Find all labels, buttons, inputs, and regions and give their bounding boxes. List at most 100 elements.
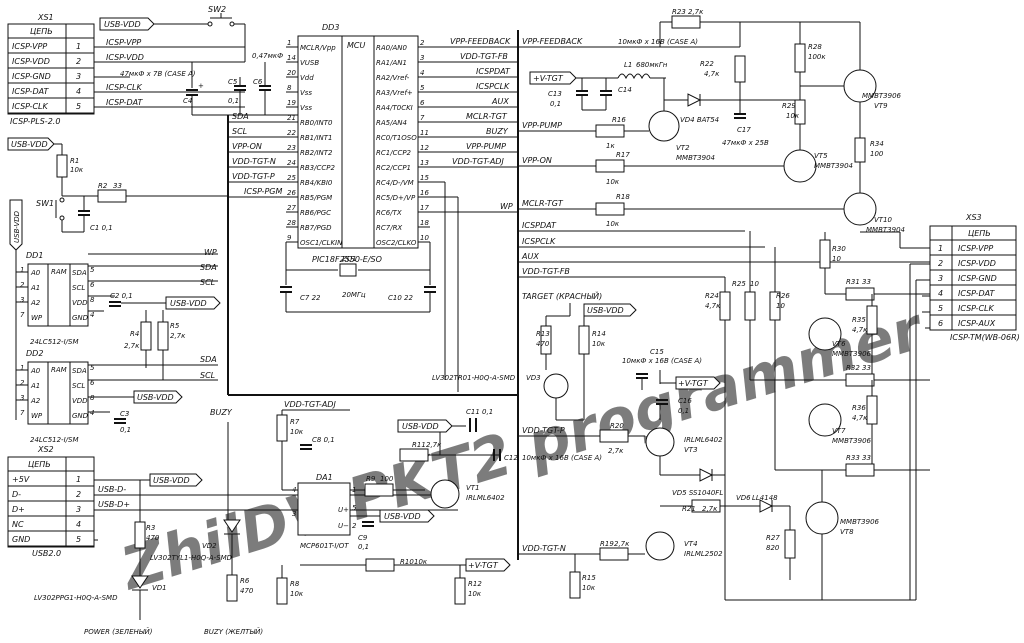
dd3-right-pin-num: 6 [420, 99, 425, 107]
dd2-left-pin-name: A0 [30, 367, 41, 375]
net-scl-dd1: SCL [200, 278, 215, 287]
xs2-pin-name: +5V [12, 475, 30, 484]
xs1-pin-num: 1 [76, 42, 81, 51]
r2-value: 33 [113, 182, 122, 190]
net-vdd-tgt-adj-label: VDD-TGT-ADJ [284, 400, 336, 409]
net-buzy-label: BUZY [210, 408, 233, 417]
r28-value: 100к [808, 53, 826, 61]
dd2-right-pin-num: 6 [90, 379, 95, 387]
dd3-left-pin-num: 22 [287, 129, 296, 137]
usb-vdd-flag-xs2-label: USB-VDD [153, 476, 190, 485]
vd6-symbol [759, 499, 774, 513]
r16-label: R16 [612, 116, 626, 124]
net-vdd-tgt-n-mcu: VDD-TGT-N [232, 157, 276, 166]
r28-label: R28 [808, 43, 822, 51]
dd3-left-pin-num: 24 [287, 159, 296, 167]
r30-label: R30 [832, 245, 846, 253]
r5-label: R5 [170, 322, 180, 330]
vd5-symbol [699, 468, 714, 482]
dd1-right-pin-name: VDD [72, 299, 88, 307]
dd1-ref: DD1 [26, 251, 43, 260]
xs1-pin-name: ICSP-GND [12, 72, 51, 81]
r12-value: 10к [468, 590, 482, 598]
xs1-pin-name: ICSP-CLK [12, 102, 48, 111]
r22-value: 4,7к [704, 70, 720, 78]
net-vpp-pump-mcu: VPP-PUMP [466, 142, 506, 151]
c9-value: 0,1 [358, 543, 369, 551]
r13-value: 470 [536, 340, 550, 348]
dd3-left-pin-name: RB3/CCP2 [300, 164, 335, 172]
usb-vdd-flag-vt1 [397, 419, 453, 433]
da1-ref: DA1 [316, 473, 333, 482]
dd3-left-pin-name: RB2/INT2 [300, 149, 333, 157]
xs1-pin-num: 3 [76, 72, 81, 81]
c3-value: 0,1 [120, 426, 131, 434]
c4-value: 47мкФ x 7В (CASE A) [120, 70, 196, 78]
vt6-label: VT6 [832, 340, 846, 348]
vd2-label: VD2 [202, 542, 217, 550]
vd3-part: LV302TR01-H0Q-A-SMD [432, 374, 516, 382]
dd3-right-pin-num: 3 [420, 54, 424, 62]
dd1-left-pin-num: 7 [20, 311, 25, 319]
dd3-right-pin-num: 18 [420, 219, 429, 227]
r6-value: 470 [240, 587, 254, 595]
c14-label: C14 [618, 86, 632, 94]
c9-label: C9 [358, 534, 368, 542]
xs2-pin-num: 2 [76, 490, 81, 499]
xs3-ref: XS3 [965, 213, 982, 222]
net-icspdat: ICSPDAT [522, 221, 557, 230]
c4-plus: + [198, 82, 204, 90]
net-icspclk: ICSPCLK [522, 237, 556, 246]
xs1-pin-num: 4 [76, 87, 81, 96]
r3-value: 470 [146, 534, 160, 542]
net-vpp-feedback-mcu: VPP-FEEDBACK [450, 37, 511, 46]
net-vdd-tgt-adj-mcu: VDD-TGT-ADJ [452, 157, 504, 166]
vt1-label: VT1 [466, 484, 480, 492]
net-target: TARGET (КРАСНЫЙ) [522, 290, 602, 301]
vt6-value: MMBT3906 [832, 350, 872, 358]
vt5-label: VT5 [814, 152, 828, 160]
dd2-right-pin-name: SCL [72, 382, 85, 390]
vd2-part: LV302TYL1-H0Q-A-SMD [150, 554, 233, 562]
dd3-left-pin-num: 28 [287, 219, 296, 227]
r21-label: R21 [682, 505, 696, 513]
usb-vdd-flag-top [99, 17, 155, 31]
dd1-left-pin-name: A1 [30, 284, 40, 292]
r9-value: 100 [380, 475, 394, 483]
da1-part: MCP601T-I/OT [300, 542, 349, 550]
c14-value: 10мкФ x 16В (CASE A) [618, 38, 698, 46]
c12-label: C12 [504, 454, 518, 462]
dd3-right-pin-name: RA4/T0CKI [376, 104, 413, 112]
r24-value: 4,7к [705, 302, 721, 310]
xs2-pin-num: 1 [76, 475, 81, 484]
xs2-pin-num: 5 [76, 535, 81, 544]
v-tgt-flag-c15 [675, 376, 721, 390]
xs1-pin-name: ICSP-VDD [12, 57, 50, 66]
dd1-right-pin-num: 5 [90, 266, 95, 274]
net-vdd-tgt-fb-mcu: VDD-TGT-FB [460, 52, 508, 61]
r30-value: 10 [832, 255, 841, 263]
net-icsp-pgm-mcu: ICSP-PGM [244, 187, 282, 196]
r13-label: R13 [536, 330, 550, 338]
vt9-ref: VT9 [874, 102, 888, 110]
r8-label: R8 [290, 580, 300, 588]
da1-pin-3: 3 [292, 510, 296, 518]
r1-label: R1 [70, 157, 79, 165]
net-vpp-pump: VPP-PUMP [522, 121, 562, 130]
r29-value: 10к [786, 112, 800, 120]
dd3-right-pin-name: RC1/CCP2 [376, 149, 412, 157]
sw2-label: SW2 [208, 5, 226, 14]
dd3-left-pin-num: 27 [287, 204, 296, 212]
dd3-right-pin-name: RA5/AN4 [376, 119, 407, 127]
c10-label: C10 22 [388, 294, 413, 302]
dd2-right-pin-num: 5 [90, 364, 95, 372]
dd1-ram: RAM [51, 268, 67, 276]
vt3-label: VT3 [684, 446, 698, 454]
r7-label: R7 [290, 418, 300, 426]
dd1-right-pin-name: GND [72, 314, 89, 322]
c3-label: C3 [120, 410, 129, 418]
net-icsp-vdd-xs1: ICSP-VDD [106, 53, 144, 62]
net-icsp-vpp-xs1: ICSP-VPP [106, 38, 141, 47]
net-sda-mcu: SDA [232, 112, 249, 121]
watermark: ZhiiDV PKT2 programmer [112, 294, 933, 604]
